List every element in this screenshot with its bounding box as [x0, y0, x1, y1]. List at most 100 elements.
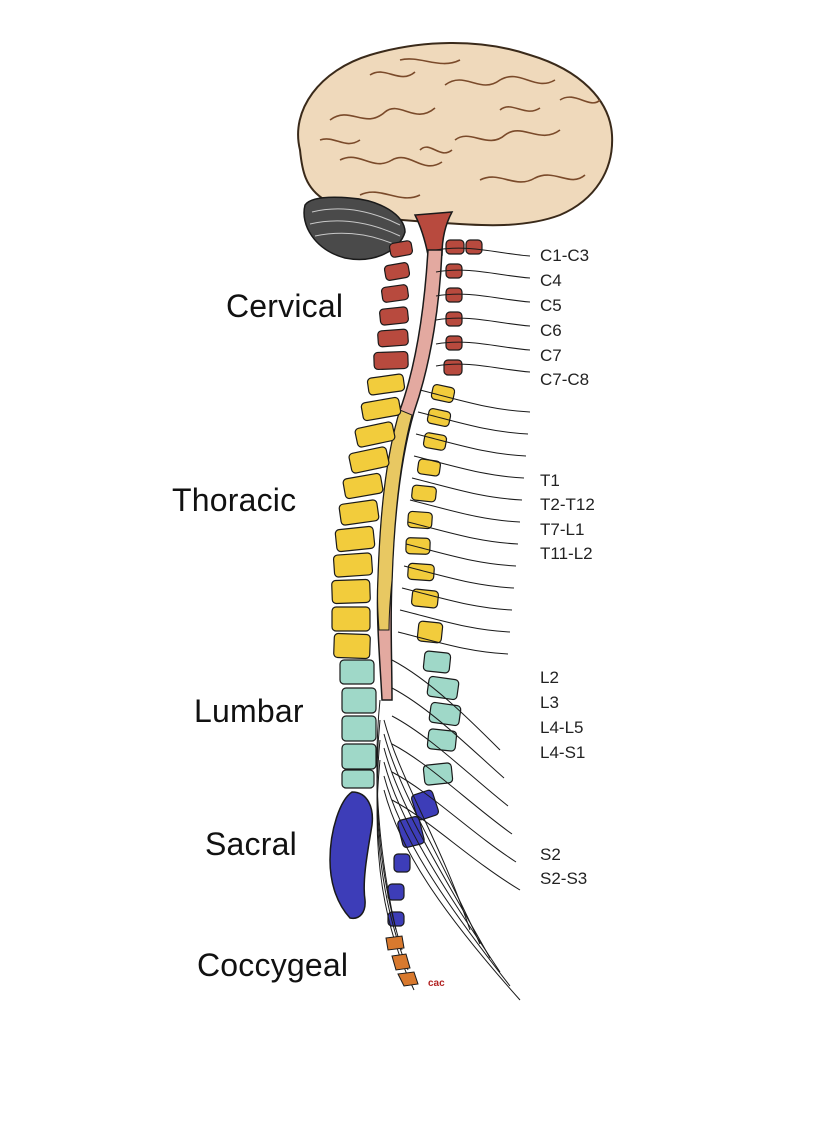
spinous-process-cervical [465, 239, 483, 255]
nerve-root [435, 293, 531, 303]
level-label-thoracic: T11-L2 [540, 544, 593, 563]
nerve-root [383, 789, 521, 1001]
nerve-root [391, 687, 505, 779]
level-label-cervical: C5 [540, 296, 562, 315]
cerebellum [303, 196, 406, 261]
vertebral-body-thoracic [331, 606, 371, 632]
spinous-process-thoracic [411, 484, 437, 503]
level-label-lumbar: L4-S1 [540, 743, 586, 762]
spinous-process-thoracic [405, 537, 431, 555]
vertebral-body-thoracic [334, 525, 376, 553]
nerve-root [435, 363, 531, 373]
spinous-process-cervical [445, 239, 465, 255]
level-label-lumbar: L4-L5 [540, 718, 584, 737]
nerve-root [413, 455, 525, 479]
spinous-process-lumbar [422, 650, 452, 674]
nerve-root [411, 477, 523, 501]
nerve-root [383, 747, 491, 959]
vertebral-body-thoracic [331, 578, 371, 605]
nerve-root [435, 317, 531, 327]
nerve-root [391, 659, 501, 751]
vertebral-body-thoracic [342, 472, 384, 500]
vertebral-body-thoracic [338, 499, 380, 526]
nerve-root [376, 719, 403, 951]
nerve-root [435, 247, 531, 257]
spinous-process-sacral [397, 816, 425, 848]
nerve-root [383, 733, 481, 945]
level-label-cervical: C6 [540, 321, 562, 340]
level-label-lumbar: L2 [540, 668, 559, 687]
vertebral-body-cervical [388, 240, 414, 258]
vertebral-body-cervical [381, 284, 409, 303]
region-label-coccygeal: Coccygeal [197, 947, 349, 983]
spinous-process-thoracic [407, 510, 433, 530]
vertebral-body-cervical [383, 262, 411, 281]
vertebral-body-lumbar [339, 659, 375, 685]
nerve-root [435, 269, 531, 279]
spinous-process-cervical [445, 263, 463, 279]
spinous-process-thoracic [410, 588, 440, 609]
region-label-sacral: Sacral [205, 826, 297, 862]
nerve-root [415, 433, 527, 457]
level-label-lumbar: L3 [540, 693, 559, 712]
brain-folds [319, 58, 601, 199]
coccyx-segment [385, 935, 405, 951]
front-vertebrae [331, 240, 414, 789]
nerve-root [419, 389, 531, 413]
vertebral-body-thoracic [348, 446, 390, 474]
spinous-process-sacral [387, 883, 405, 901]
level-label-sacral: S2 [540, 845, 561, 864]
level-label-cervical: C1-C3 [540, 246, 590, 265]
vertebral-body-cervical [373, 350, 409, 371]
level-label-cervical: C7 [540, 346, 562, 365]
level-label-thoracic: T2-T12 [540, 495, 595, 514]
nerve-root [401, 587, 513, 611]
nerve-root [403, 565, 515, 589]
nerve-root [417, 411, 529, 435]
spinous-process-lumbar [422, 762, 454, 786]
back-vertebrae [387, 239, 483, 927]
spinal-nerves [376, 247, 531, 1001]
spinous-process-cervical [445, 335, 463, 351]
spinous-process-lumbar [428, 701, 462, 727]
vertebral-body-lumbar [341, 687, 377, 714]
nerve-root [397, 631, 509, 655]
region-label-lumbar: Lumbar [194, 693, 304, 729]
spinal-cord-thoracic-section [377, 409, 413, 631]
nerve-root [409, 499, 521, 523]
cerebellum-lines [309, 208, 401, 247]
vertebral-body-cervical [377, 328, 409, 348]
level-label-sacral: S2-S3 [540, 869, 588, 888]
level-label-cervical: C4 [540, 271, 562, 290]
nerve-root [391, 715, 509, 807]
region-label-thoracic: Thoracic [172, 482, 297, 518]
coccyx-tip [397, 971, 419, 987]
artist-signature: cac [428, 978, 445, 989]
nerve-root [435, 341, 531, 351]
vertebral-body-cervical [379, 306, 409, 326]
vertebral-body-thoracic [366, 373, 406, 396]
nerve-root [391, 743, 513, 835]
level-label-thoracic: T1 [540, 471, 560, 490]
nerve-root [383, 761, 501, 973]
spinous-process-thoracic [416, 458, 442, 477]
level-label-cervical: C7-C8 [540, 370, 590, 389]
vertebral-body-lumbar [341, 769, 375, 789]
vertebral-body-thoracic [360, 396, 402, 422]
vertebral-body-thoracic [354, 421, 396, 448]
region-label-cervical: Cervical [226, 288, 344, 324]
nerve-root [399, 609, 511, 633]
sacrum [329, 791, 374, 920]
brain-illustration [297, 42, 614, 261]
nerve-root [376, 699, 397, 931]
vertebral-body-lumbar [341, 715, 377, 742]
spinous-process-cervical [445, 311, 463, 327]
spinous-process-cervical [443, 359, 463, 376]
level-label-thoracic: T7-L1 [540, 520, 585, 539]
nerve-root [405, 543, 517, 567]
nerve-root [391, 799, 521, 891]
vertebral-body-lumbar [341, 743, 377, 770]
spinous-process-cervical [445, 287, 463, 303]
